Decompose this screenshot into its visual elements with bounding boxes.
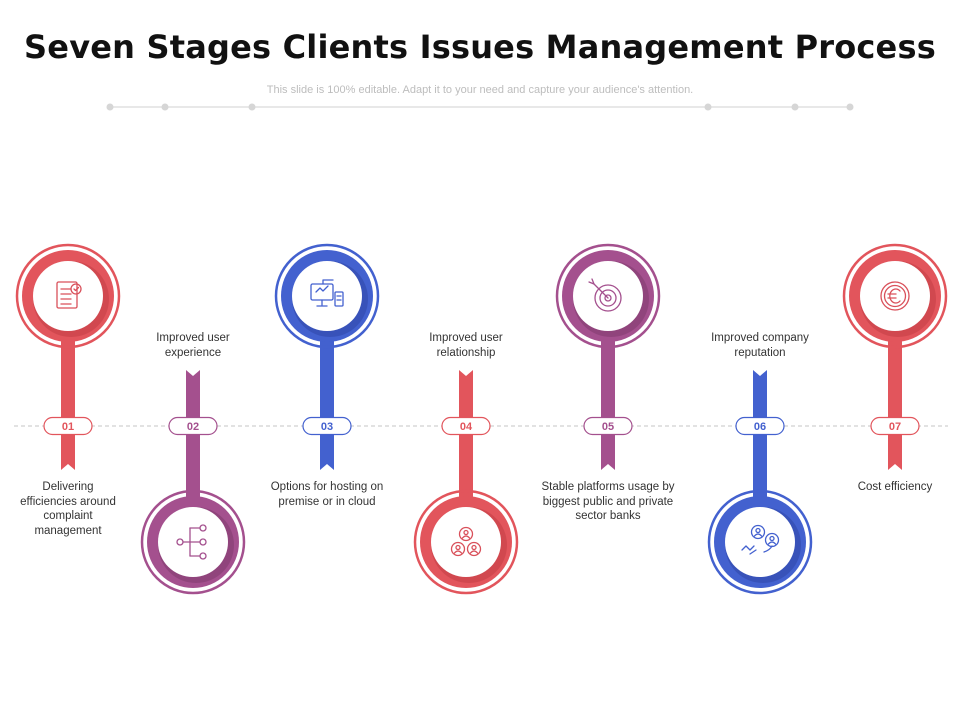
stage-icon-disk (33, 261, 103, 331)
target-icon (588, 278, 622, 312)
stage-number: 04 (460, 421, 473, 433)
stage-03: 03 (274, 243, 380, 470)
hierarchy-icon (176, 524, 207, 560)
stage-stem (186, 370, 200, 502)
stage-02: 02 (140, 370, 246, 595)
stage-outer-ring (555, 243, 661, 349)
stage-stem (888, 336, 902, 470)
stage-number-badge: 03 (302, 416, 352, 436)
stage-stem (459, 370, 473, 502)
stage-06: 06 (707, 370, 813, 595)
stage-outer-ring (140, 489, 246, 595)
stage-icon-disk (725, 507, 795, 577)
stage-label: Cost efficiency (857, 481, 933, 493)
computer-server-icon (310, 279, 344, 307)
euro-coin-icon (880, 281, 910, 311)
stage-label: Delivering efficiencies around complaint… (20, 481, 116, 537)
stage-icon-disk (431, 507, 501, 577)
stage-stem (61, 336, 75, 470)
title-decoration (106, 103, 854, 111)
stage-number: 06 (754, 421, 766, 433)
stage-number-badge: 06 (735, 416, 785, 436)
stage-icon-disk (292, 261, 362, 331)
stage-number: 03 (321, 421, 333, 433)
stage-label: Options for hosting on premise or in clo… (270, 481, 384, 508)
document-check-icon (56, 281, 82, 309)
stage-number-badge: 07 (870, 416, 920, 436)
people-exchange-icon (741, 524, 780, 555)
stage-04: 04 (413, 370, 519, 595)
stage-number: 01 (62, 421, 74, 433)
stage-outer-ring (413, 489, 519, 595)
stage-number: 05 (602, 421, 614, 433)
stage-label: Improved user experience (156, 332, 230, 359)
stage-number-badge: 01 (43, 416, 93, 436)
stage-number-badge: 04 (441, 416, 491, 436)
stage-outer-ring (15, 243, 121, 349)
page-subtitle: This slide is 100% editable. Adapt it to… (266, 84, 694, 96)
users-group-icon (450, 526, 482, 557)
stage-01: 01 (15, 243, 121, 470)
stage-label: Improved user relationship (429, 332, 503, 359)
stage-stem (601, 336, 615, 470)
stage-icon-disk (860, 261, 930, 331)
stage-07: 07 (842, 243, 948, 470)
stage-label: Improved company reputation (711, 332, 809, 359)
stage-outer-ring (707, 489, 813, 595)
stage-number: 02 (187, 421, 199, 433)
stage-stem (320, 336, 334, 470)
stage-stem (753, 370, 767, 502)
stage-icon-disk (573, 261, 643, 331)
stage-number-badge: 02 (168, 416, 218, 436)
stage-label: Stable platforms usage by biggest public… (541, 481, 675, 522)
stage-number: 07 (889, 421, 901, 433)
page-title: Seven Stages Clients Issues Management P… (24, 28, 936, 66)
stage-number-badge: 05 (583, 416, 633, 436)
stage-05: 05 (555, 243, 661, 470)
stage-outer-ring (274, 243, 380, 349)
stage-outer-ring (842, 243, 948, 349)
